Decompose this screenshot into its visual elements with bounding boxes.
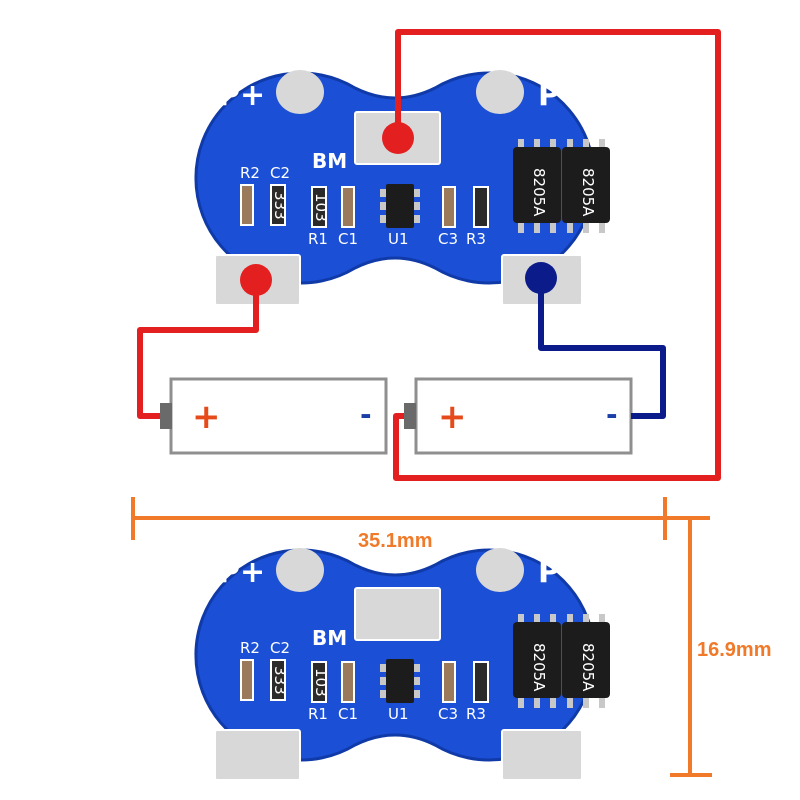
label-c3: C3 (438, 705, 458, 723)
capacitor-c1 (341, 661, 355, 703)
label-r2: R2 (240, 639, 260, 657)
brand-text: HXYP (172, 130, 197, 197)
label-c1: C1 (338, 705, 358, 723)
res-marking: 103 (312, 193, 330, 222)
label-p-minus: P- (538, 78, 572, 113)
battery-1-plus: + (192, 397, 221, 437)
label-r3: R3 (466, 230, 486, 248)
capacitor-c2 (240, 659, 254, 701)
label-c2: C2 (270, 639, 290, 657)
label-bm: BM (312, 626, 347, 650)
label-bm: BM (312, 149, 347, 173)
width-label: 35.1mm (358, 530, 433, 552)
cap-marking: 333 (271, 666, 289, 695)
dimension-height: 16.9mm (670, 518, 772, 777)
label-b-plus: B+ (177, 252, 207, 294)
dimension-width: 35.1mm (131, 497, 710, 552)
label-b-plus: B+ (177, 728, 207, 770)
solder-point-b-plus (240, 264, 272, 296)
resistor-r1 (311, 186, 327, 228)
resistor-r2 (270, 659, 286, 701)
battery-2-terminal (404, 403, 416, 429)
chip-marking-left: 8205A (530, 168, 548, 217)
pcb-board-bottom: P+ P- BM B- B+ HXYP 2S-A18 333 103 8205A… (146, 548, 611, 781)
b-plus-pad (214, 729, 301, 781)
b-minus-pad (501, 729, 583, 781)
label-r3: R3 (466, 705, 486, 723)
battery-cell-2: + - (404, 377, 633, 455)
resistor-r3 (473, 186, 489, 228)
pcb-board-top: P+ P- BM B- B+ HXYP 2S-A18 333 103 8205A… (146, 70, 611, 306)
label-c1: C1 (338, 230, 358, 248)
label-c2: C2 (270, 164, 290, 182)
model-text: 2S-A18 (146, 130, 171, 218)
battery-cell-1: + - (160, 377, 388, 455)
height-label: 16.9mm (697, 639, 772, 661)
label-b-minus: B- (581, 250, 611, 281)
res-marking: 103 (312, 668, 330, 697)
resistor-r1 (311, 661, 327, 703)
brand-text: HXYP (172, 608, 197, 675)
chip-marking-right: 8205A (579, 168, 597, 217)
label-u1: U1 (388, 230, 409, 248)
resistor-r3 (473, 661, 489, 703)
ic-u1 (380, 659, 420, 703)
label-r1: R1 (308, 230, 328, 248)
label-r1: R1 (308, 705, 328, 723)
cap-marking: 333 (271, 191, 289, 220)
capacitor-c2 (240, 184, 254, 226)
p-minus-pad (476, 548, 524, 592)
bm-pad (354, 587, 441, 641)
ic-u1 (380, 184, 420, 228)
wire-b-minus (538, 278, 666, 419)
solder-point-bm (382, 122, 414, 154)
label-u1: U1 (388, 705, 409, 723)
capacitor-c1 (341, 186, 355, 228)
chip-marking-right: 8205A (579, 643, 597, 692)
model-text: 2S-A18 (146, 608, 171, 696)
chip-marking-left: 8205A (530, 643, 548, 692)
wire-bm (393, 29, 721, 481)
battery-2-plus: + (438, 397, 467, 437)
p-minus-pad (476, 70, 524, 114)
label-p-plus: P+ (218, 78, 265, 113)
wire-b-plus (137, 280, 259, 419)
p-plus-pad (276, 70, 324, 114)
battery-1-minus: - (360, 398, 372, 431)
label-c3: C3 (438, 230, 458, 248)
label-b-minus: B- (581, 726, 611, 757)
resistor-r2 (270, 184, 286, 226)
solder-point-b-minus (525, 262, 557, 294)
label-p-plus: P+ (218, 555, 265, 590)
label-p-minus: P- (538, 555, 572, 590)
p-plus-pad (276, 548, 324, 592)
battery-2-minus: - (606, 398, 618, 431)
battery-1-terminal (160, 403, 172, 429)
label-r2: R2 (240, 164, 260, 182)
capacitor-c3 (442, 186, 456, 228)
capacitor-c3 (442, 661, 456, 703)
